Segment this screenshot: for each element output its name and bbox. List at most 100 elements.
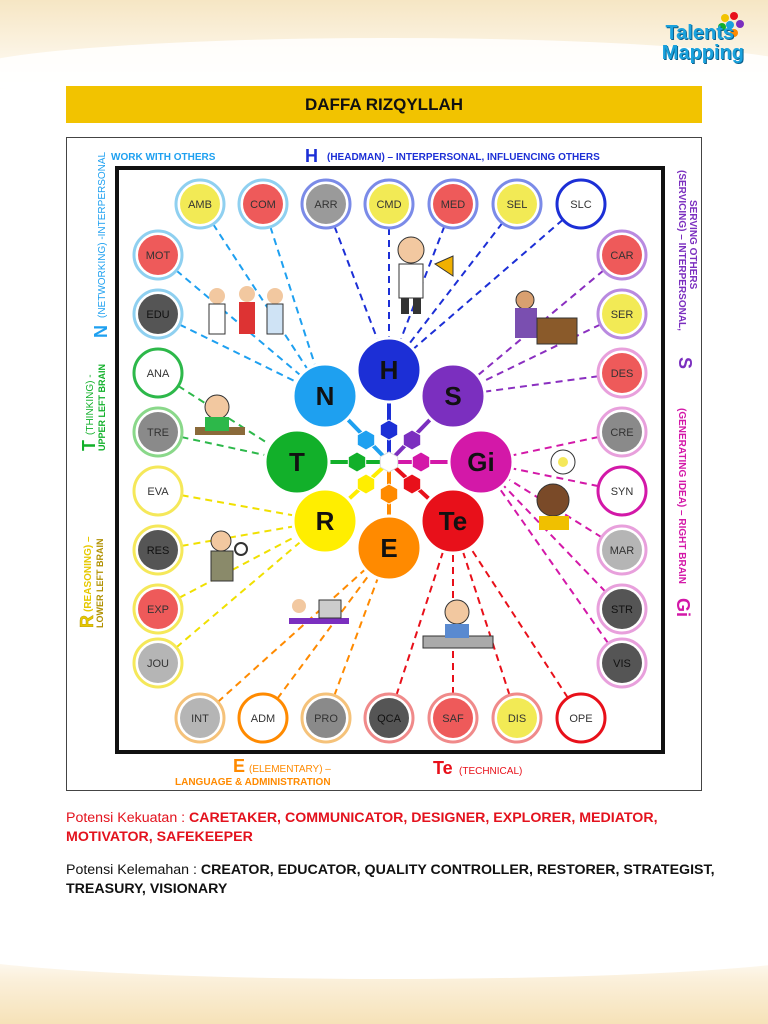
role-circle-med: MED [427,178,479,230]
connector-line [199,547,390,719]
person-name: DAFFA RIZQYLLAH [304,94,464,114]
connector-line [157,520,326,664]
role-fill [138,235,178,275]
role-code-label: CMD [376,199,401,211]
weakness-value: CREATOR, EDUCATOR, QUALITY CONTROLLER, R… [66,862,715,897]
role-code-label: STR [611,604,633,616]
strength-potential: Potensi Kekuatan : CARETAKER, COMMUNICAT… [66,809,716,847]
core-fill [419,487,487,555]
core-letter: Gi [467,447,494,477]
role-circle-com: COM [237,178,289,230]
hexagon-logo-icon [718,12,744,37]
connector-line [452,520,518,719]
role-code-label: EXP [147,604,169,616]
role-code-label: JOU [147,658,169,670]
role-code-label: ADM [251,713,275,725]
porter-luggage-illustration [515,290,578,345]
role-code-label: DIS [508,713,526,725]
role-code-label: DES [611,368,634,380]
role-code-label: COM [250,199,276,211]
role-circle-des: DES [596,347,648,399]
gi-letter: Gi [673,598,693,617]
role-fill [138,412,178,452]
connector-line [388,520,454,719]
strength-value: CARETAKER, COMMUNICATOR, DESIGNER, EXPLO… [66,810,658,845]
headman-megaphone-illustration [397,236,454,314]
name-header: DAFFA RIZQYLLAH [66,86,702,123]
role-fill [561,184,601,224]
role-circle-eva: EVA [132,465,184,517]
role-circle-sel: SEL [491,178,543,230]
role-fill [369,184,409,224]
role-code-label: ANA [147,368,170,380]
role-circle-exp: EXP [132,583,184,635]
role-circle-mot: MOT [132,229,184,281]
role-code-label: RES [147,545,170,557]
n-letter: N [91,325,111,338]
role-fill [138,530,178,570]
core-fill [263,428,331,496]
role-fill [180,698,220,738]
role-code-label: MAR [610,545,635,557]
core-circle-s: S [419,362,487,430]
role-code-label: CRE [610,427,633,439]
thinking-man-illustration [536,449,576,530]
hub-hexagon [379,483,399,505]
brand-line-2: Mapping [661,42,744,64]
role-fill [138,471,178,511]
role-fill [180,184,220,224]
connector-line [157,520,326,551]
connector-line [199,203,326,397]
t-description-2: UPPER LEFT BRAIN [97,364,107,451]
role-fill [243,698,283,738]
strength-label: Potensi Kekuatan : [66,810,190,826]
top-decoration [0,0,768,108]
role-code-label: SYN [611,486,634,498]
weakness-label: Potensi Kelemahan : [66,862,201,878]
role-fill [561,698,601,738]
core-circle-h: H [355,336,423,404]
role-circle-amb: AMB [174,178,226,230]
role-fill [602,294,642,334]
role-code-label: MOT [146,250,171,262]
hub-hexagon [411,451,431,473]
role-circle-vis: VIS [596,637,648,689]
role-fill [138,294,178,334]
role-circle-cmd: CMD [363,178,415,230]
role-code-label: AMB [188,199,212,211]
e-letter: E [233,756,245,776]
role-code-label: MED [441,199,466,211]
technician-illustration [422,599,494,649]
connector-line [452,520,582,719]
core-circle-gi: Gi [447,428,515,496]
core-letter: T [289,447,305,477]
role-fill [602,353,642,393]
r-description-1: (REASONING) – [83,536,94,612]
role-fill [306,184,346,224]
role-circle-pro: PRO [300,692,352,744]
role-code-label: SER [611,309,634,321]
role-code-label: SEL [507,199,528,211]
role-fill [138,643,178,683]
connector-line [388,203,518,371]
role-code-label: PRO [314,713,338,725]
core-letter: Te [439,506,467,536]
role-circle-syn: SYN [596,465,648,517]
role-circle-edu: EDU [132,288,184,340]
hub-hexagon [356,429,376,451]
role-circle-res: RES [132,524,184,576]
core-fill [419,362,487,430]
t-description-1: (THINKING) - [85,374,96,435]
role-fill [602,412,642,452]
connector-line [325,547,390,719]
te-description: (TECHNICAL) [459,766,522,777]
core-circle-n: N [291,362,359,430]
role-circle-str: STR [596,583,648,635]
role-fill [306,698,346,738]
role-fill [602,643,642,683]
role-fill [433,698,473,738]
connector-line [262,203,326,397]
role-code-label: QCA [377,713,402,725]
role-fill [433,184,473,224]
